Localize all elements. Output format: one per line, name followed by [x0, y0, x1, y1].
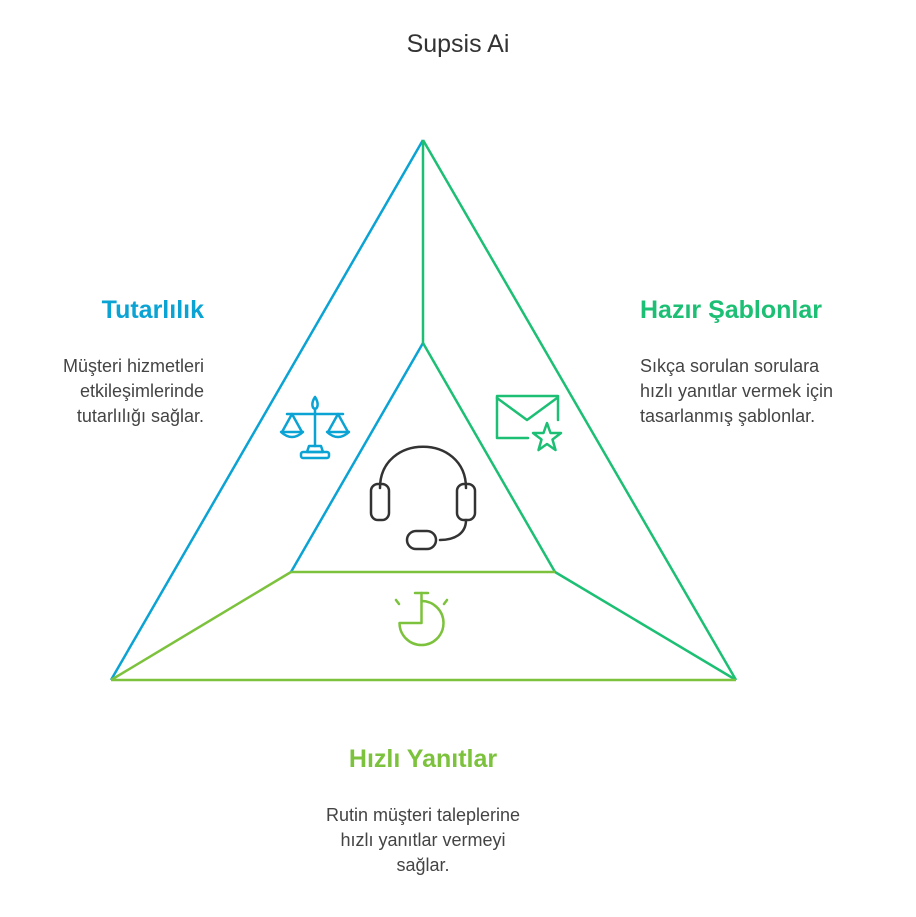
hazir-sablonlar-line: Sıkça sorulan sorulara — [640, 356, 820, 376]
headset-icon — [369, 445, 477, 551]
hizli-yanitlar-line: hızlı yanıtlar vermeyi — [340, 830, 506, 850]
hazir-sablonlar-line: hızlı yanıtlar vermek için — [640, 381, 834, 401]
tutarlilik-description: Müşteri hizmetleri etkileşimlerinde tuta… — [0, 354, 204, 429]
hizli-yanitlar-description: Rutin müşteri taleplerine hızlı yanıtlar… — [0, 803, 846, 878]
tutarlilik-line: Müşteri hizmetleri — [62, 356, 204, 376]
stopwatch-icon — [394, 591, 449, 647]
envelope-star-icon — [495, 394, 563, 452]
hazir-sablonlar-title: Hazır Şablonlar — [640, 296, 822, 324]
hizli-yanitlar-title: Hızlı Yanıtlar — [348, 745, 498, 773]
scales-icon — [279, 395, 351, 460]
hizli-yanitlar-line: sağlar. — [396, 855, 450, 875]
right-face — [421, 139, 738, 682]
hazir-sablonlar-line: tasarlanmış şablonlar. — [640, 406, 816, 426]
diagram-title: Supsis Ai — [406, 30, 510, 58]
tutarlilik-title: Tutarlılık — [101, 296, 204, 324]
left-face — [109, 139, 425, 681]
hizli-yanitlar-line: Rutin müşteri taleplerine — [325, 805, 521, 825]
tutarlilik-line: tutarlılığı sağlar. — [76, 406, 204, 426]
bottom-face — [110, 570, 736, 682]
tutarlilik-line: etkileşimlerinde — [79, 381, 204, 401]
hazir-sablonlar-description: Sıkça sorulan sorulara hızlı yanıtlar ve… — [640, 354, 916, 429]
